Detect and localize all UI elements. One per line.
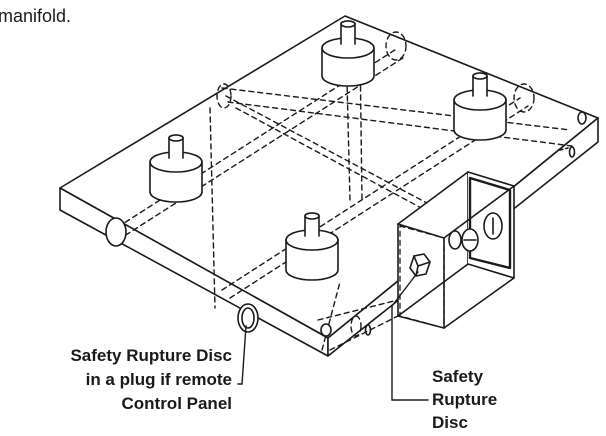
port-left-face-1 bbox=[105, 217, 127, 247]
mounting-boss-front bbox=[285, 212, 339, 281]
control-panel-bracket bbox=[397, 171, 515, 329]
port-corner bbox=[320, 323, 332, 337]
callout-right: Safety Rupture Disc bbox=[432, 367, 497, 432]
rupture-disc-hex-plug bbox=[409, 253, 431, 277]
mounting-boss-right bbox=[453, 72, 507, 141]
internal-passages bbox=[109, 31, 573, 351]
leader-line-right bbox=[391, 271, 429, 401]
callout-left-line-3: Control Panel bbox=[121, 394, 232, 413]
callout-left-line-1: Safety Rupture Disc bbox=[70, 346, 232, 365]
callout-left: Safety Rupture Disc in a plug if remote … bbox=[70, 346, 232, 413]
port-small-right bbox=[364, 324, 372, 336]
port-back-right-2 bbox=[568, 146, 576, 158]
leader-line-left bbox=[237, 325, 247, 385]
header-text-fragment: manifold. bbox=[0, 6, 71, 26]
port-back-right-1 bbox=[577, 111, 587, 125]
gauge-icon-small bbox=[461, 228, 479, 252]
callout-left-line-2: in a plug if remote bbox=[86, 370, 232, 389]
callout-right-line-3: Disc bbox=[432, 413, 468, 432]
callout-right-line-1: Safety bbox=[432, 367, 484, 386]
mounting-boss-top bbox=[321, 20, 375, 87]
mounting-boss-left bbox=[149, 134, 203, 203]
side-ports bbox=[105, 111, 587, 337]
gauge-icon bbox=[483, 212, 503, 240]
callout-right-line-2: Rupture bbox=[432, 390, 497, 409]
